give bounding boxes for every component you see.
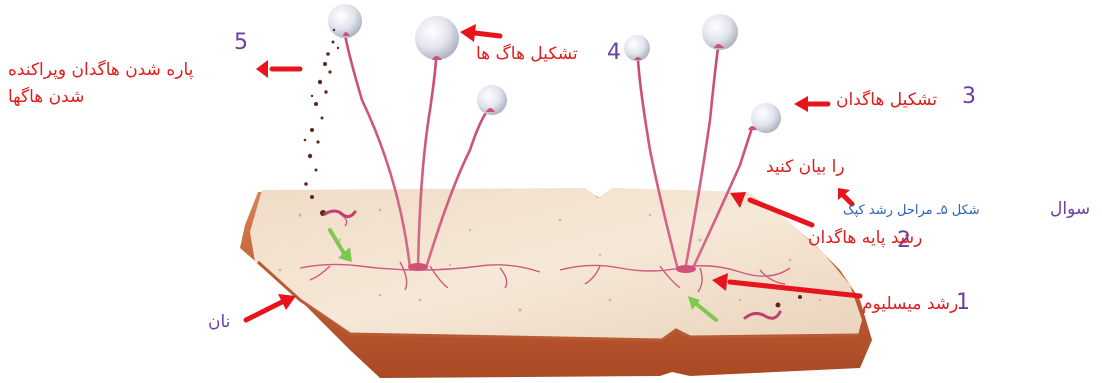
step4-number: 4 (607, 42, 621, 64)
step3-number: 3 (962, 86, 976, 108)
question-word: سوال (1050, 201, 1090, 218)
sporangium-icon (415, 16, 459, 60)
arrow-step3 (794, 96, 828, 112)
arrow-step4 (460, 24, 500, 42)
sporangia (328, 4, 781, 133)
arrow-question (838, 188, 852, 204)
question-caption: شکل ۵ـ مراحل رشد کپک (843, 204, 980, 217)
sporangium-icon (624, 35, 650, 61)
step4-label: تشکیل هاگ ها (476, 46, 578, 63)
arrow-bread (246, 294, 296, 320)
step5-label-line1: پاره شدن هاگدان وپراکنده (8, 62, 193, 79)
step2-label: رشد پایه هاگدان (808, 230, 922, 247)
bread-slice (240, 188, 872, 378)
step5-label-line2: شدن هاگها (8, 89, 84, 106)
arrow-step5 (256, 60, 300, 78)
step3-label: تشکیل هاگدان (836, 92, 937, 109)
step1-label: رشد میسلیوم (862, 296, 958, 313)
question-tail: را بیان کنید (766, 159, 845, 176)
step5-number: 5 (234, 32, 248, 54)
bread-label: نان (208, 314, 230, 331)
falling-spores (304, 29, 339, 186)
